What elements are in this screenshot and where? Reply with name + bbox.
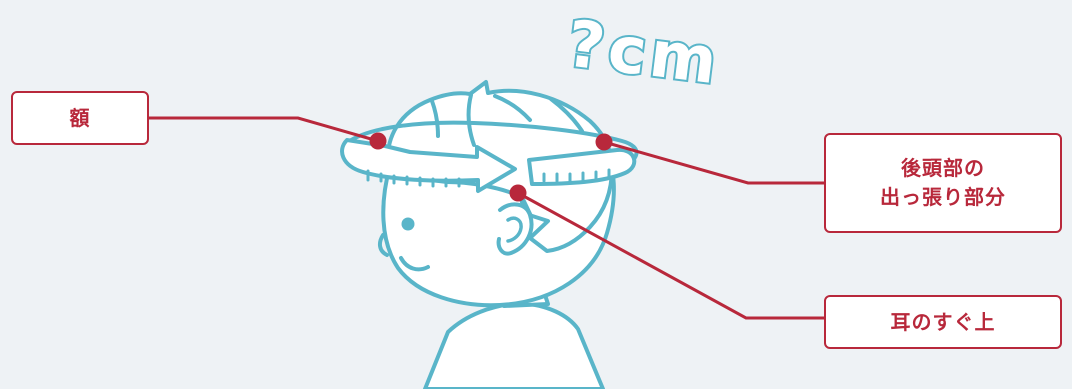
measurement-question-text: ?cm <box>553 8 743 100</box>
back-head-label-line-2: 出っ張り部分 <box>880 183 1006 212</box>
forehead-label-text: 額 <box>70 104 91 133</box>
question-measure-label: ?cm <box>563 8 725 100</box>
above-ear-point-marker <box>510 185 527 202</box>
above-ear-label-text: 耳のすぐ上 <box>891 308 996 337</box>
back-head-point-marker <box>596 134 613 151</box>
eye-icon <box>402 218 415 231</box>
back-head-label-line-1: 後頭部の <box>880 154 1006 183</box>
above-ear-label: 耳のすぐ上 <box>824 295 1062 349</box>
forehead-label: 額 <box>11 91 149 145</box>
back-head-label: 後頭部の 出っ張り部分 <box>824 133 1062 233</box>
forehead-point-marker <box>370 133 387 150</box>
